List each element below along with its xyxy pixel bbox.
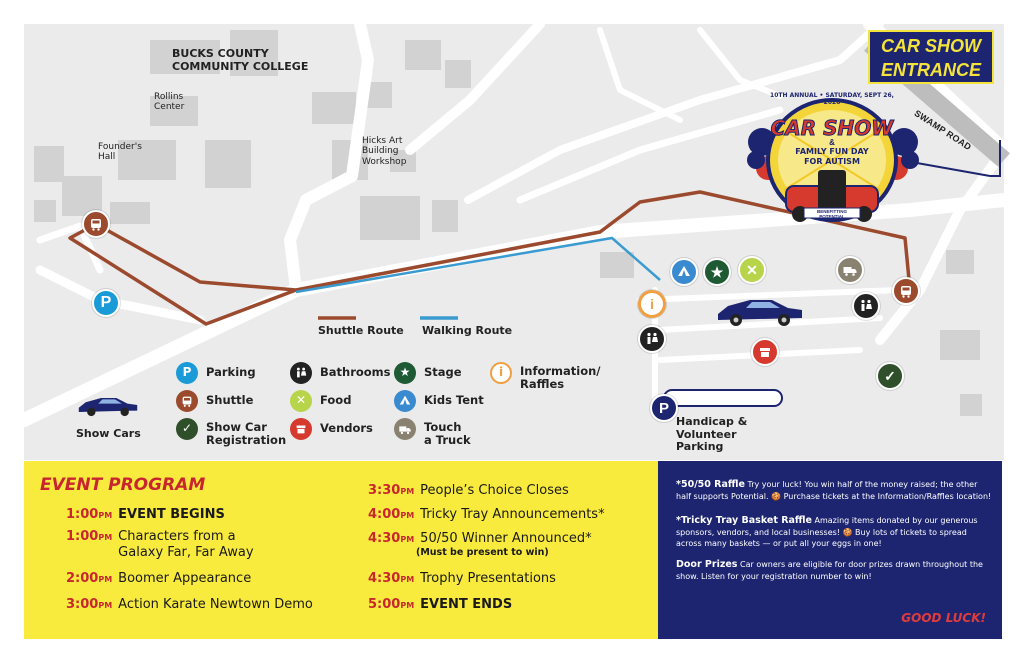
event-time: 2:00PM (66, 571, 113, 586)
touch-a-truck-icon (836, 256, 864, 284)
building-label-hicks: Hicks Art Building Workshop (362, 136, 407, 167)
logo-title: CAR SHOW (770, 116, 894, 141)
handicap-parking-icon: P (650, 394, 678, 422)
program-event: 1:00PM Characters from a Galaxy Far, Far … (66, 529, 254, 560)
event-name: Boomer Appearance (118, 571, 252, 586)
checkmark-icon: ✓ (176, 418, 198, 440)
vendors-icon (751, 338, 779, 366)
event-time: 5:00PM (368, 597, 415, 612)
logo-amp: & (829, 138, 835, 147)
shuttle-icon (176, 390, 198, 412)
venue-map (24, 24, 1010, 460)
program-event: 2:00PM Boomer Appearance (66, 571, 251, 587)
logo-subtitle-2: FOR AUTISM (804, 157, 860, 166)
shuttle-stop-icon (82, 210, 110, 238)
food-icon: ✕ (290, 390, 312, 412)
legend-shuttle: Shuttle (176, 390, 253, 412)
legend-walking-route: Walking Route (422, 324, 513, 337)
truck-icon (394, 418, 416, 440)
program-event: 4:00PM Tricky Tray Announcements* (368, 507, 605, 523)
event-name: Tricky Tray Announcements* (420, 507, 605, 522)
legend-kids-tent: Kids Tent (394, 390, 484, 412)
kids-tent-icon (670, 258, 698, 286)
handicap-parking-label: Handicap & Volunteer Parking (676, 415, 748, 454)
event-name: EVENT ENDS (420, 597, 513, 612)
raffle-5050-info: *50/50 Raffle Try your luck! You win hal… (676, 479, 992, 501)
bathrooms-icon (290, 362, 312, 384)
event-time: 4:30PM (368, 531, 415, 546)
legend-show-cars: Show Cars (76, 392, 146, 440)
event-program-title: EVENT PROGRAM (40, 475, 206, 495)
car-show-entrance-badge: CAR SHOW ENTRANCE (868, 30, 994, 84)
stage-icon: ★ (703, 258, 731, 286)
logo-subtitle-1: FAMILY FUN DAY (795, 147, 869, 156)
vendors-icon (290, 418, 312, 440)
program-event: 5:00PM EVENT ENDS (368, 597, 512, 613)
information-icon: i (490, 362, 512, 384)
parking-icon: P (176, 362, 198, 384)
campus-name: BUCKS COUNTY COMMUNITY COLLEGE (172, 47, 309, 73)
food-icon: ✕ (738, 256, 766, 284)
walking-route (295, 236, 661, 294)
legend-bathrooms: Bathrooms (290, 362, 391, 384)
legend-shuttle-route: Shuttle Route (318, 324, 404, 337)
logo-benefit: BENEFITTING POTENTIAL (817, 209, 847, 219)
show-car-registration-icon: ✓ (876, 362, 904, 390)
kids-tent-icon (394, 390, 416, 412)
program-event: 1:00PM EVENT BEGINS (66, 507, 225, 523)
door-prizes-info: Door Prizes Car owners are eligible for … (676, 559, 983, 581)
information-icon: i (638, 290, 666, 318)
bathrooms-icon (852, 292, 880, 320)
event-time: 4:00PM (368, 507, 415, 522)
building-label-rollins: Rollins Center (154, 92, 185, 113)
logo-arc-text: 10TH ANNUAL • SATURDAY, SEPT 26, 2026 (770, 92, 894, 106)
program-event: 3:30PM People’s Choice Closes (368, 483, 569, 499)
event-name: 50/50 Winner Announced* (420, 531, 592, 546)
event-name: Action Karate Newtown Demo (118, 597, 313, 612)
bathrooms-icon (638, 325, 666, 353)
program-event: 4:30PM 50/50 Winner Announced*(Must be pr… (368, 531, 592, 558)
event-name: Trophy Presentations (420, 571, 556, 586)
event-note: (Must be present to win) (416, 546, 549, 558)
tricky-tray-info: *Tricky Tray Basket Raffle Amazing items… (676, 515, 978, 548)
event-time: 4:30PM (368, 571, 415, 586)
program-event: 3:00PM Action Karate Newtown Demo (66, 597, 313, 613)
event-name: Characters from a Galaxy Far, Far Away (118, 529, 254, 560)
event-logo: 10TH ANNUAL • SATURDAY, SEPT 26, 2026 CA… (744, 90, 920, 230)
event-program-panel: EVENT PROGRAM 1:00PM EVENT BEGINS 1:00PM Ch… (24, 461, 658, 639)
parking-icon: P (92, 289, 120, 317)
star-icon: ★ (394, 362, 416, 384)
building-label-founders: Founder's Hall (98, 142, 142, 163)
legend-stage: ★Stage (394, 362, 462, 384)
shuttle-route (68, 190, 912, 326)
event-time: 3:00PM (66, 597, 113, 612)
event-name: People’s Choice Closes (420, 483, 569, 498)
good-luck-text: GOOD LUCK! (901, 611, 986, 625)
legend-show-cars-label: Show Cars (76, 427, 141, 440)
legend-vendors: Vendors (290, 418, 373, 440)
event-time: 1:00PM (66, 507, 113, 522)
event-name: EVENT BEGINS (118, 507, 225, 522)
show-car-illustration (714, 292, 806, 328)
legend-touch-a-truck: Touch a Truck (394, 418, 471, 447)
program-event: 4:30PM Trophy Presentations (368, 571, 556, 587)
legend-food: ✕Food (290, 390, 351, 412)
shuttle-stop-icon (892, 277, 920, 305)
legend-registration: ✓Show Car Registration (176, 418, 286, 447)
event-time: 3:30PM (368, 483, 415, 498)
raffle-info-panel: *50/50 Raffle Try your luck! You win hal… (658, 461, 1002, 639)
event-time: 1:00PM (66, 529, 113, 544)
